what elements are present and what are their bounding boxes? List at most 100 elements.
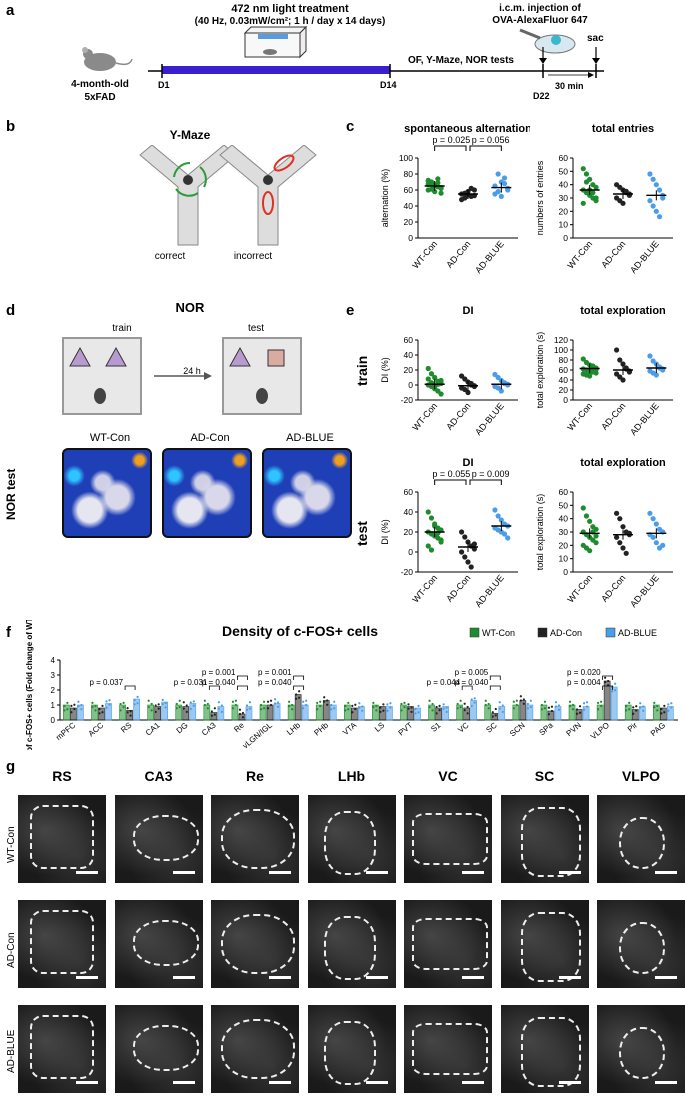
region-label-vlpo: VLPO [621, 768, 661, 784]
x-tick-label: WT-Con [410, 401, 439, 433]
bar [568, 704, 576, 721]
data-point [73, 703, 76, 706]
data-point [231, 700, 235, 703]
data-point [550, 709, 554, 713]
data-point [382, 709, 385, 712]
row-label-ad-blue: AD-BLUE [6, 1029, 17, 1073]
data-point [459, 699, 462, 702]
data-point [540, 703, 544, 707]
data-point [462, 554, 468, 560]
data-point [617, 540, 623, 546]
x-tick-label: WT-Con [410, 239, 439, 271]
scale-bar [76, 871, 98, 874]
bar [582, 706, 590, 721]
data-point [501, 710, 504, 713]
data-point [650, 176, 656, 182]
y-tick-label: 0 [408, 233, 413, 243]
region-label-rs: RS [52, 768, 72, 784]
data-point [656, 709, 659, 712]
sig-bracket [434, 479, 467, 485]
bar [386, 706, 393, 721]
data-point [593, 533, 599, 539]
scale-bar [365, 1081, 388, 1084]
bar [603, 680, 611, 721]
data-point [305, 699, 308, 702]
sig-bracket [489, 675, 501, 680]
data-point [210, 714, 213, 717]
data-point [77, 700, 80, 703]
data-point [431, 709, 434, 712]
data-point [326, 703, 329, 706]
heatmap-wt-con [62, 448, 152, 538]
bar [315, 704, 323, 721]
data-point [154, 710, 157, 713]
data-point [333, 700, 336, 703]
sig-bracket [489, 685, 501, 690]
data-point [386, 703, 389, 706]
bar [660, 707, 667, 721]
data-point [178, 706, 181, 709]
data-point [154, 704, 157, 707]
y-tick-label: 20 [404, 217, 414, 227]
bar [610, 686, 618, 721]
region-label-sc: SC [534, 768, 555, 784]
data-point [473, 697, 476, 700]
y-tick-label: 4 [51, 656, 56, 665]
y-tick-label: 0 [408, 380, 413, 390]
data-point [660, 367, 666, 373]
data-point [428, 706, 431, 709]
micrograph-re-ad-con [211, 900, 299, 988]
data-point [347, 701, 350, 704]
data-point [94, 709, 97, 712]
y-tick-label: 60 [559, 153, 569, 163]
heatmap-label-wt: WT-Con [89, 432, 131, 444]
data-point [614, 510, 620, 516]
heatmap-ad-blue [262, 448, 352, 538]
data-point [94, 704, 97, 708]
data-point [375, 709, 378, 712]
x-tick-label: AD-Con [444, 401, 472, 432]
day-1-label: D1 [158, 80, 170, 90]
y-tick-label: -20 [401, 567, 414, 577]
data-point [501, 704, 504, 707]
scale-bar [269, 1081, 291, 1084]
scale-bar [462, 1081, 484, 1084]
bar [259, 704, 267, 721]
data-point [361, 709, 364, 712]
data-point [428, 186, 435, 192]
y-tick-label: 0 [51, 716, 56, 725]
bar [372, 704, 379, 721]
sig-bracket [602, 675, 614, 680]
p-value-label: p = 0.037 [89, 678, 123, 687]
region-outline [221, 1019, 295, 1079]
y-tick-label: 3 [51, 671, 56, 680]
data-point [471, 546, 477, 552]
data-point [91, 701, 94, 704]
row-label-ad-con: AD-Con [6, 932, 17, 968]
bar [105, 703, 112, 721]
y-tick-label: 2 [51, 686, 56, 695]
y-tick-label: 0 [563, 233, 568, 243]
region-outline [221, 914, 295, 974]
data-point [487, 707, 490, 710]
data-point [428, 371, 435, 377]
y-axis-label: alternation (%) [380, 169, 390, 228]
nor-test-label: test [247, 323, 265, 334]
data-point [635, 709, 638, 712]
scale-bar [172, 871, 195, 874]
timeline-diagram [82, 25, 604, 78]
data-point [456, 707, 459, 710]
data-point [614, 689, 617, 692]
data-point [667, 709, 670, 712]
x-tick-label: mPFC [54, 720, 77, 742]
y-tick-label: 10 [559, 554, 569, 564]
data-point [428, 699, 431, 702]
data-point [220, 710, 223, 713]
data-point [660, 195, 666, 201]
bar [245, 706, 253, 721]
region-outline [412, 813, 488, 865]
chart-title: Density of c-FOS+ cells [222, 623, 378, 639]
data-point [182, 701, 185, 704]
data-point [498, 701, 501, 704]
data-point [468, 185, 474, 191]
